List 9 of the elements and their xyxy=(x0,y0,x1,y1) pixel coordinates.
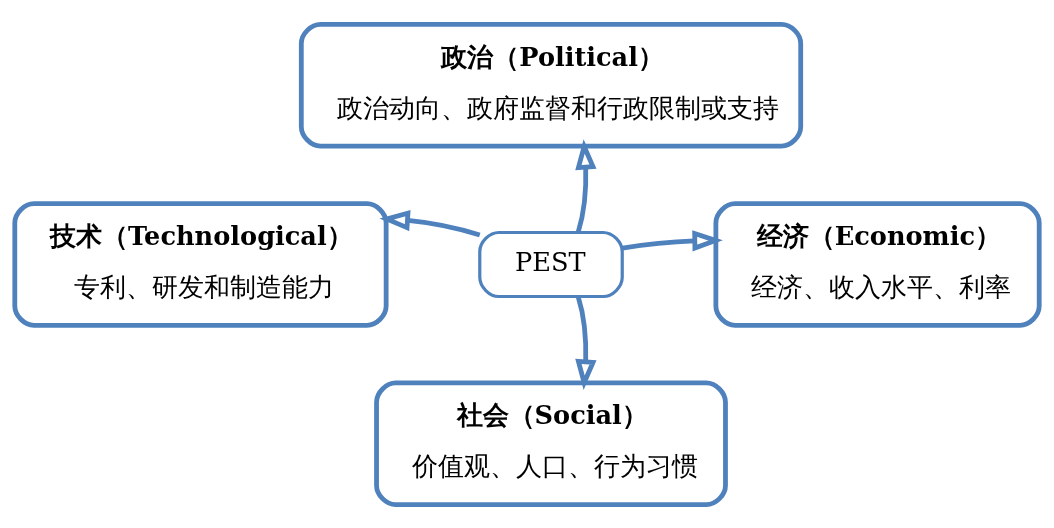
arrow xyxy=(575,295,597,390)
node-box: 政治（Political） 政治动向、政府监督和行政限制或支持 xyxy=(298,21,804,148)
arrow xyxy=(379,209,481,237)
arrow xyxy=(622,229,723,252)
node-box: 经济（Economic） 经济、收入水平、利率 xyxy=(713,200,1042,328)
node-box: PEST xyxy=(478,230,624,298)
node-box: 技术（Technological） 专利、研发和制造能力 xyxy=(12,200,389,328)
arrow xyxy=(575,138,597,233)
node-box: 社会（Social） 价值观、人口、行为习惯 xyxy=(374,380,728,507)
